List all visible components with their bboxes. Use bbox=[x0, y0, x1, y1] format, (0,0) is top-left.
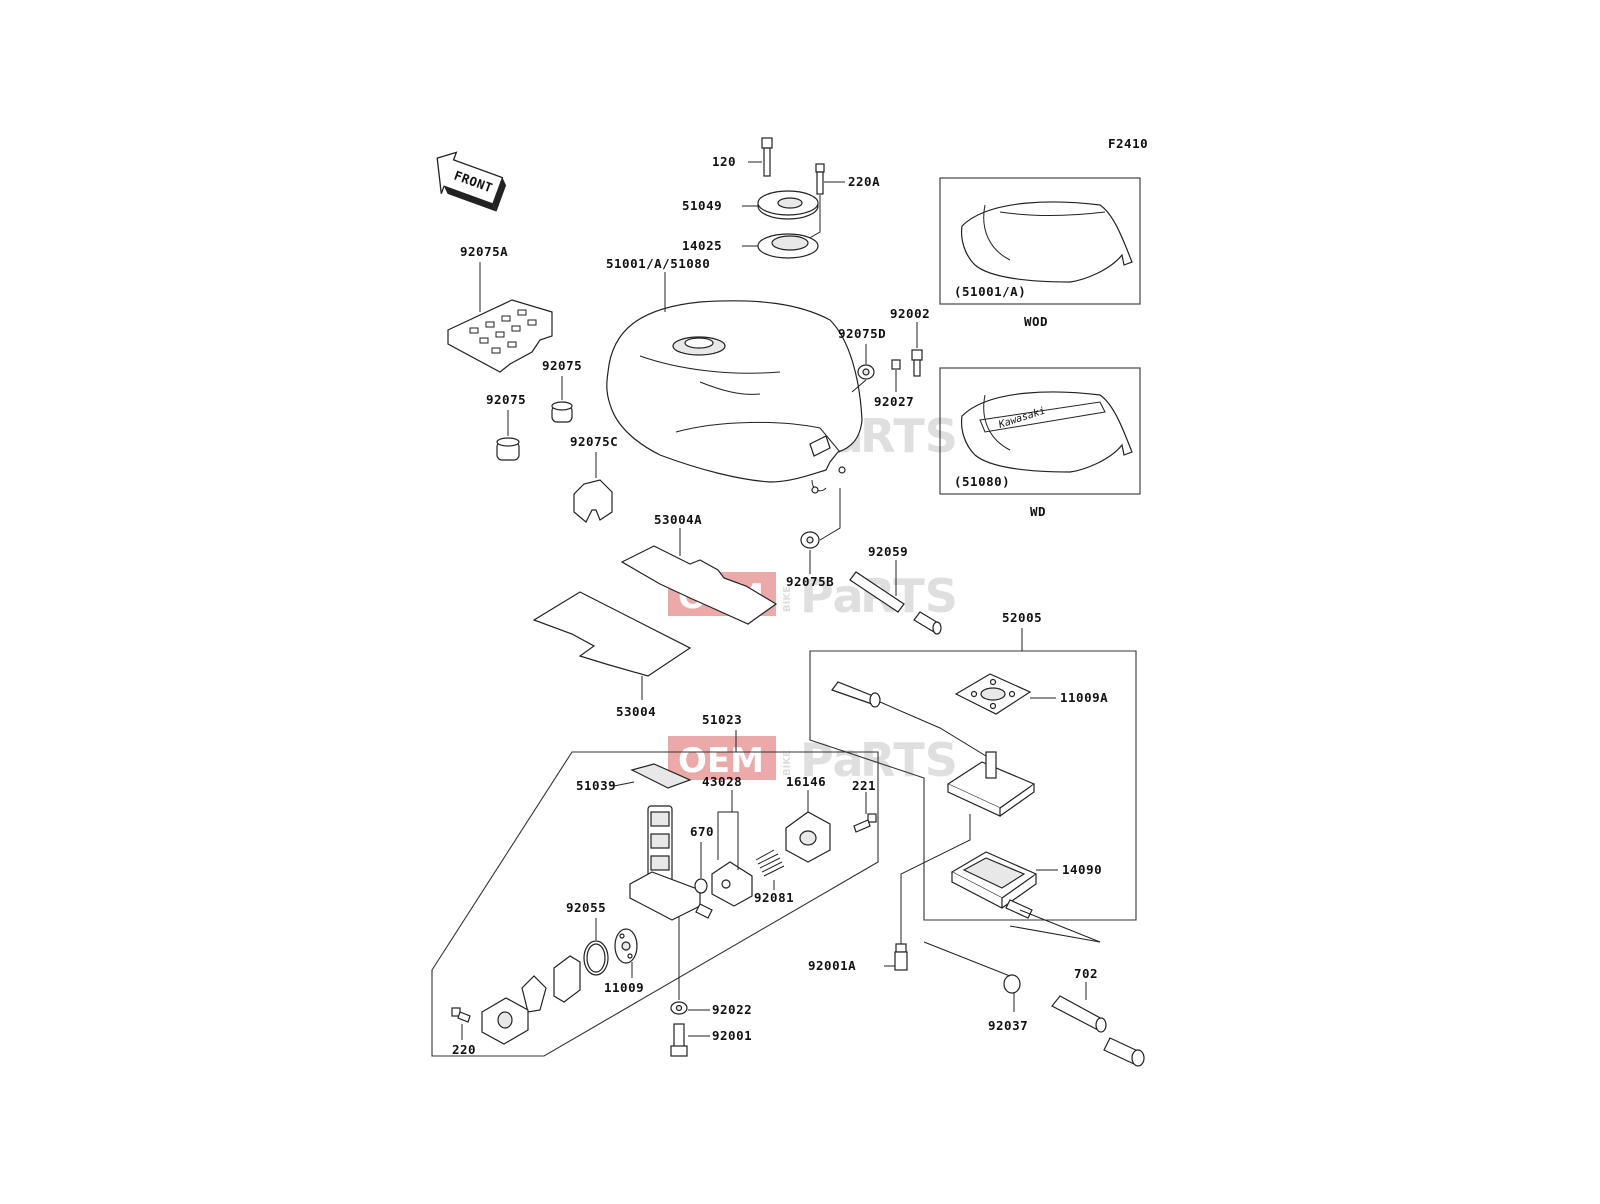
label-51001: 51001/A/51080 bbox=[606, 256, 710, 271]
label-43028: 43028 bbox=[702, 774, 742, 789]
label-92059: 92059 bbox=[868, 544, 908, 559]
label-92055: 92055 bbox=[566, 900, 606, 915]
part-14090-filter bbox=[950, 851, 1058, 919]
label-92075A: 92075A bbox=[460, 244, 508, 259]
part-53004A-pad bbox=[620, 528, 778, 625]
box-52005 bbox=[809, 650, 1137, 921]
label-92037: 92037 bbox=[988, 1018, 1028, 1033]
part-43028-diaphragm bbox=[711, 790, 753, 907]
part-16146-cover bbox=[785, 790, 831, 863]
label-92075C: 92075C bbox=[570, 434, 618, 449]
part-11009-gasket bbox=[614, 928, 638, 978]
label-92075-b: 92075 bbox=[486, 392, 526, 407]
inset-caption: WOD bbox=[1024, 314, 1048, 329]
part-14025-ring bbox=[742, 233, 819, 259]
part-51039-oring bbox=[613, 763, 692, 789]
label-221: 221 bbox=[852, 778, 876, 793]
part-220-screw bbox=[451, 1007, 471, 1040]
label-220: 220 bbox=[452, 1042, 476, 1057]
label-52005: 52005 bbox=[1002, 610, 1042, 625]
inset-label: (51001/A) bbox=[954, 284, 1026, 299]
watermark-3: OEM BIKE Pa RTS bbox=[668, 733, 958, 787]
label-14025: 14025 bbox=[682, 238, 722, 253]
part-92075-damper-a bbox=[551, 376, 573, 423]
part-lever-plate bbox=[481, 955, 581, 1045]
watermark-bike-text: BIKE bbox=[782, 586, 793, 612]
label-670: 670 bbox=[690, 824, 714, 839]
label-51049: 51049 bbox=[682, 198, 722, 213]
part-11009A-gasket bbox=[954, 673, 1056, 715]
part-92075D-grommet bbox=[851, 344, 875, 393]
part-53004-pad bbox=[532, 591, 692, 700]
watermark-pa-text: Pa bbox=[800, 733, 864, 787]
part-92055-oring bbox=[583, 918, 609, 976]
part-92037-clip bbox=[923, 909, 1101, 1012]
label-14090: 14090 bbox=[1062, 862, 1102, 877]
part-92022-washer bbox=[670, 916, 710, 1015]
label-16146: 16146 bbox=[786, 774, 826, 789]
label-51023: 51023 bbox=[702, 712, 742, 727]
inset-caption: WD bbox=[1030, 504, 1046, 519]
watermark-rts-text: RTS bbox=[860, 733, 958, 787]
part-92075A-bracket bbox=[447, 262, 553, 373]
watermark-oem-text: OEM bbox=[678, 741, 764, 781]
label-92001: 92001 bbox=[712, 1028, 752, 1043]
label-53004: 53004 bbox=[616, 704, 656, 719]
label-92027: 92027 bbox=[874, 394, 914, 409]
label-92075B: 92075B bbox=[786, 574, 834, 589]
part-220A-screw bbox=[805, 163, 845, 241]
part-221-screw bbox=[853, 792, 877, 833]
part-120-bolt bbox=[748, 137, 773, 177]
label-220A: 220A bbox=[848, 174, 880, 189]
label-51039: 51039 bbox=[576, 778, 616, 793]
label-92075-a: 92075 bbox=[542, 358, 582, 373]
label-120: 120 bbox=[712, 154, 736, 169]
part-51001-fuel-tank bbox=[606, 272, 863, 494]
part-670-oring bbox=[694, 842, 708, 894]
inset-51080: Kawasaki (51080) bbox=[939, 367, 1141, 495]
part-92059-hose bbox=[849, 560, 942, 635]
part-51049-cap bbox=[742, 190, 819, 220]
label-11009: 11009 bbox=[604, 980, 644, 995]
label-53004A: 53004A bbox=[654, 512, 702, 527]
inset-label: (51080) bbox=[954, 474, 1010, 489]
part-level-sensor bbox=[831, 681, 1036, 817]
label-11009A: 11009A bbox=[1060, 690, 1108, 705]
label-702: 702 bbox=[1074, 966, 1098, 981]
part-92001A-drain-bolt bbox=[884, 814, 971, 971]
part-92075B-grommet bbox=[800, 488, 841, 574]
part-92075-damper-b bbox=[496, 410, 520, 461]
diagram-code: F2410 bbox=[1108, 136, 1148, 151]
label-92022: 92022 bbox=[712, 1002, 752, 1017]
part-fuel-cock-body bbox=[629, 805, 713, 921]
part-92027-collar bbox=[891, 359, 901, 392]
box-51023 bbox=[431, 751, 879, 1057]
part-92081-spring bbox=[755, 849, 785, 890]
label-92081: 92081 bbox=[754, 890, 794, 905]
inset-51001: (51001/A) bbox=[939, 177, 1141, 305]
part-92001-bolt bbox=[670, 1023, 710, 1057]
part-92002-bolt bbox=[911, 322, 923, 377]
label-92002: 92002 bbox=[890, 306, 930, 321]
label-92001A: 92001A bbox=[808, 958, 856, 973]
watermark-bike-text: BIKE bbox=[782, 750, 793, 776]
watermark-rts-text: RTS bbox=[860, 409, 958, 463]
part-702-hose bbox=[1051, 982, 1145, 1067]
front-arrow-icon: FRONT bbox=[436, 151, 507, 212]
label-92075D: 92075D bbox=[838, 326, 886, 341]
part-92075C-clamp bbox=[573, 452, 613, 523]
